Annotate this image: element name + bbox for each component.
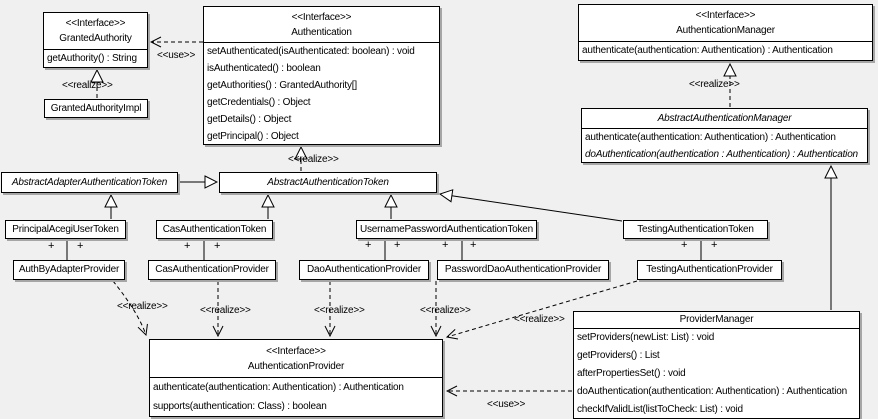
class-box-principal-acegi-user-token: PrincipalAcegiUserToken: [5, 220, 126, 239]
class-box-testing-authentication-provider: TestingAuthenticationProvider: [637, 260, 782, 280]
class-name: PrincipalAcegiUserToken: [12, 224, 119, 235]
assoc-end-plus: +: [184, 240, 191, 252]
class-operation: setAuthenticated(isAuthenticated: boolea…: [207, 46, 415, 57]
class-box-granted-authority-impl: GrantedAuthorityImpl: [44, 99, 148, 118]
class-name: GrantedAuthority: [59, 33, 132, 44]
class-name: AbstractAdapterAuthenticationToken: [11, 177, 168, 188]
class-stereotype: <<Interface>>: [266, 345, 326, 357]
class-operation: supports(authentication: Class) : boolea…: [153, 401, 327, 412]
class-name: DaoAuthenticationProvider: [307, 264, 421, 275]
class-operation: doAuthentication(authentication : Authen…: [585, 149, 858, 160]
use-label: <<use>>: [157, 50, 196, 61]
class-name: TestingAuthenticationToken: [637, 224, 754, 235]
class-name: TestingAuthenticationProvider: [646, 264, 773, 275]
class-operation: authenticate(authentication: Authenticat…: [153, 382, 404, 393]
class-name: CasAuthenticationProvider: [155, 264, 269, 275]
class-name: AuthenticationProvider: [247, 360, 345, 372]
assoc-end-plus: +: [470, 239, 477, 251]
class-operation: getDetails() : Object: [207, 114, 292, 125]
realize-label: <<realize>>: [314, 305, 365, 316]
class-name: UsernamePasswordAuthenticationToken: [359, 224, 534, 235]
realize-label: <<realize>>: [689, 79, 740, 90]
class-box-abstract-adapter-authentication-token: AbstractAdapterAuthenticationToken: [1, 172, 178, 193]
class-name: AuthenticationManager: [676, 25, 775, 36]
class-name: AbstractAuthenticationManager: [582, 109, 867, 129]
class-operation: getAuthorities() : GrantedAuthority[]: [207, 80, 357, 91]
class-box-username-password-authentication-token: UsernamePasswordAuthenticationToken: [356, 220, 537, 239]
class-operation: doAuthentication(authentication: Authent…: [577, 386, 847, 397]
class-box-cas-authentication-token: CasAuthenticationToken: [156, 220, 273, 239]
class-name: PasswordDaoAuthenticationProvider: [444, 264, 602, 275]
class-box-dao-authentication-provider: DaoAuthenticationProvider: [299, 260, 429, 280]
class-stereotype: <<Interface>>: [291, 11, 352, 23]
class-box-abstract-authentication-token: AbstractAuthenticationToken: [219, 172, 437, 193]
assoc-end-plus: +: [711, 239, 718, 251]
assoc-end-plus: +: [77, 240, 84, 252]
class-box-testing-authentication-token: TestingAuthenticationToken: [623, 220, 768, 239]
class-name: AuthByAdapterProvider: [18, 264, 120, 275]
class-operation: getAuthority() : String: [47, 53, 137, 64]
realize-label: <<realize>>: [288, 154, 339, 165]
class-box-authentication-provider: <<Interface>> AuthenticationProvider aut…: [149, 339, 443, 417]
class-operation: getProviders() : List: [577, 350, 660, 361]
class-operation: authenticate(authentication: Authenticat…: [582, 45, 833, 56]
realize-label: <<realize>>: [514, 314, 565, 325]
class-stereotype: <<Interface>>: [65, 18, 126, 29]
assoc-end-plus: +: [214, 240, 221, 252]
class-name: AbstractAuthenticationToken: [267, 177, 389, 188]
class-box-granted-authority: <<Interface>> GrantedAuthority getAuthor…: [43, 12, 148, 68]
class-box-authentication-manager: <<Interface>> AuthenticationManager auth…: [578, 4, 873, 61]
realize-label: <<realize>>: [200, 305, 251, 316]
realize-label: <<realize>>: [117, 301, 168, 312]
class-box-provider-manager: ProviderManager setProviders(newList: Li…: [573, 311, 860, 419]
use-label: <<use>>: [487, 399, 526, 410]
assoc-end-plus: +: [365, 239, 372, 251]
class-box-authentication: <<Interface>> Authentication setAuthenti…: [203, 6, 440, 145]
class-operation: checkIfValidList(listToCheck: List) : vo…: [577, 404, 743, 415]
assoc-end-plus: +: [681, 239, 688, 251]
class-operation: isAuthenticated() : boolean: [207, 63, 321, 74]
class-operation: setProviders(newList: List) : void: [577, 332, 715, 343]
assoc-end-plus: +: [442, 239, 449, 251]
class-box-cas-authentication-provider: CasAuthenticationProvider: [148, 260, 276, 280]
class-stereotype: <<Interface>>: [695, 10, 756, 21]
class-name: ProviderManager: [574, 312, 859, 329]
class-operation: getCredentials() : Object: [207, 97, 311, 108]
class-box-password-dao-authentication-provider: PasswordDaoAuthenticationProvider: [437, 260, 609, 280]
realize-label: <<realize>>: [62, 80, 113, 91]
class-name: GrantedAuthorityImpl: [50, 103, 142, 114]
class-operation: authenticate(authentication: Authenticat…: [585, 132, 836, 143]
class-operation: getPrincipal() : Object: [207, 131, 299, 142]
realize-label: <<realize>>: [420, 305, 471, 316]
assoc-end-plus: +: [48, 240, 55, 252]
class-box-abstract-authentication-manager: AbstractAuthenticationManager authentica…: [581, 108, 868, 163]
class-name: CasAuthenticationToken: [162, 224, 267, 235]
class-box-auth-by-adapter-provider: AuthByAdapterProvider: [13, 260, 125, 280]
class-name: Authentication: [291, 26, 352, 38]
generalize-edge-testingauthenticationtoken: [440, 194, 623, 222]
class-operation: afterPropertiesSet() : void: [577, 368, 686, 379]
assoc-end-plus: +: [394, 239, 401, 251]
